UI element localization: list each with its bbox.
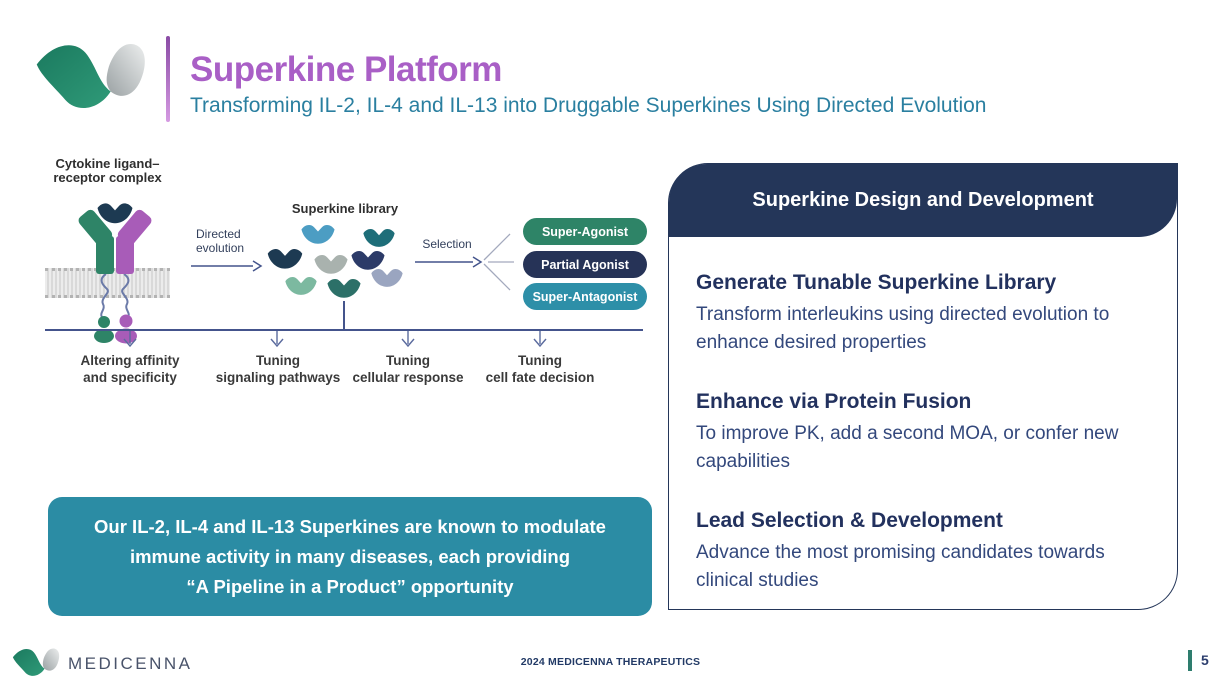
library-stem-line [343, 301, 345, 329]
page-title: Superkine Platform [190, 50, 502, 89]
result-pill-super-antagonist: Super-Antagonist [523, 283, 647, 310]
result-pill-partial-agonist: Partial Agonist [523, 251, 647, 278]
section-body: To improve PK, add a second MOA, or conf… [696, 423, 1119, 472]
arrow-right-icon [191, 260, 263, 272]
outcome-line: Tuning [518, 353, 562, 368]
outcome-label-signaling: Tuning signaling pathways [198, 352, 358, 386]
cytokine-complex-label: Cytokine ligand–receptor complex [53, 156, 162, 185]
outcome-line: signaling pathways [215, 370, 341, 385]
title-divider [166, 36, 170, 122]
callout-box: Our IL-2, IL-4 and IL-13 Superkines are … [48, 497, 652, 616]
fan-lines-icon [483, 233, 514, 291]
outcome-label-cellfate: Tuning cell fate decision [460, 352, 620, 386]
down-arrow-icon [533, 331, 547, 348]
outcome-label-affinity: Altering affinity and specificity [50, 352, 210, 386]
diagram-baseline [45, 329, 643, 331]
section-body: Advance the most promising candidates to… [696, 542, 1105, 591]
panel-section-fusion: Enhance via Protein Fusion To improve PK… [696, 390, 1149, 476]
superkine-library-icon [267, 224, 403, 298]
selection-label: Selection [422, 237, 472, 251]
footer-copyright: 2024 MEDICENNA THERAPEUTICS [520, 656, 701, 668]
section-heading: Lead Selection & Development [696, 509, 1003, 532]
cytokine-receptor-icon [78, 203, 152, 344]
callout-line: immune activity in many diseases, each p… [129, 546, 571, 567]
callout-line: Our IL-2, IL-4 and IL-13 Superkines are … [94, 516, 606, 537]
page-number: 5 [1201, 652, 1209, 668]
outcome-line: Altering affinity [80, 353, 180, 368]
outcome-line: cell fate decision [485, 370, 595, 385]
down-arrow-icon [401, 331, 415, 348]
panel-header: Superkine Design and Development [669, 164, 1177, 237]
panel-section-library: Generate Tunable Superkine Library Trans… [696, 271, 1149, 357]
medicenna-logo-icon [36, 44, 145, 109]
result-pill-super-agonist: Super-Agonist [523, 218, 647, 245]
page-subtitle: Transforming IL-2, IL-4 and IL-13 into D… [190, 94, 987, 117]
outcome-line: Tuning [256, 353, 300, 368]
outcome-line: and specificity [83, 370, 177, 385]
section-body: Transform interleukins using directed ev… [696, 304, 1110, 353]
callout-line: “A Pipeline in a Product” opportunity [186, 576, 514, 597]
superkine-library-label: Superkine library [291, 201, 399, 216]
outcome-label-cellular: Tuning cellular response [328, 352, 488, 386]
panel-section-lead: Lead Selection & Development Advance the… [696, 509, 1149, 595]
directed-evolution-label: Directed evolution [196, 227, 245, 255]
outcome-line: cellular response [352, 370, 464, 385]
footer-brand-name: MEDICENNA [68, 654, 193, 673]
page-number-bar [1188, 650, 1192, 671]
section-heading: Enhance via Protein Fusion [696, 390, 972, 413]
outcome-line: Tuning [386, 353, 430, 368]
design-development-panel: Superkine Design and Development Generat… [668, 163, 1178, 610]
down-arrow-icon [270, 331, 284, 348]
down-arrow-icon [123, 331, 137, 348]
panel-body: Generate Tunable Superkine Library Trans… [669, 237, 1177, 595]
arrow-right-icon [415, 256, 483, 268]
section-heading: Generate Tunable Superkine Library [696, 271, 1057, 294]
